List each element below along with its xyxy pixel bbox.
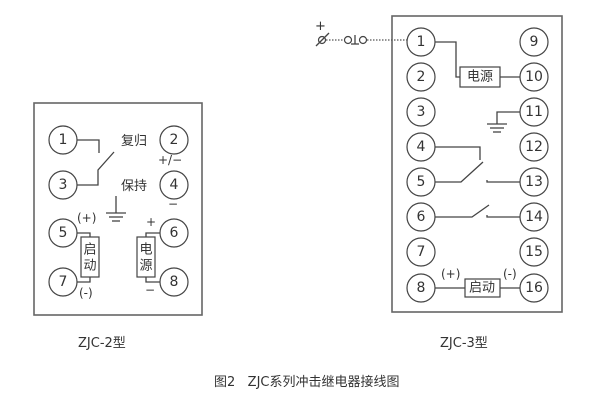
zjc3-terminal-7: 7: [406, 237, 436, 267]
svg-text:7: 7: [417, 244, 426, 260]
svg-text:动: 动: [83, 259, 96, 274]
zjc2-label-minus-7: (-): [79, 286, 93, 300]
zjc2-terminal-6: 6: [159, 218, 189, 248]
zjc2-label-plus-6: +: [146, 215, 156, 229]
svg-text:10: 10: [525, 69, 543, 85]
zjc3-terminal-12: 12: [519, 132, 549, 162]
zjc2-label-reset: 复归: [121, 134, 147, 149]
svg-text:8: 8: [170, 274, 179, 290]
zjc2-wire-5: [77, 232, 91, 237]
zjc3-start-component: 启动: [464, 278, 501, 298]
svg-text:4: 4: [417, 139, 426, 155]
zjc3-terminal-2: 2: [406, 62, 436, 92]
zjc3-contact-switch-a: [435, 161, 484, 183]
zjc2-wire-1: [77, 139, 100, 153]
zjc2-terminal-7: 7: [48, 267, 78, 297]
svg-text:5: 5: [417, 174, 426, 190]
svg-text:3: 3: [59, 177, 68, 193]
zjc2-wire-6: [145, 232, 160, 237]
svg-text:16: 16: [525, 280, 543, 296]
zjc3-power-component: 电源: [459, 66, 501, 88]
zjc2-terminal-2: 2: [159, 125, 189, 155]
svg-text:启: 启: [83, 243, 96, 258]
svg-text:电: 电: [139, 243, 152, 258]
zjc2-ground-icon: [106, 196, 126, 222]
zjc3-wire-14: [486, 215, 520, 218]
zjc2-contact-switch: [77, 151, 115, 186]
zjc3-terminal-1: 1: [406, 27, 436, 57]
zjc3-pushbutton-icon: [343, 35, 368, 45]
svg-text:6: 6: [170, 225, 179, 241]
zjc2-wire-7: [77, 277, 91, 283]
zjc3-input-terminal-icon: [315, 32, 330, 47]
svg-text:4: 4: [170, 177, 179, 193]
zjc3-terminal-5: 5: [406, 167, 436, 197]
zjc2-housing: [33, 102, 203, 316]
zjc3-terminal-6: 6: [406, 202, 436, 232]
zjc3-wire-11: [496, 111, 520, 124]
zjc2-terminal-1: 1: [48, 125, 78, 155]
svg-text:14: 14: [525, 209, 543, 225]
zjc2-wire-8: [145, 277, 160, 283]
zjc3-label-plus-8: (+): [441, 267, 460, 281]
svg-text:2: 2: [170, 132, 179, 148]
svg-text:8: 8: [417, 280, 426, 296]
zjc3-ground-icon: [487, 123, 507, 133]
svg-text:3: 3: [417, 104, 426, 120]
zjc3-input-plus: +: [315, 19, 326, 34]
zjc2-label-plus-5: (+): [77, 211, 96, 225]
svg-text:源: 源: [139, 259, 152, 274]
zjc3-terminal-11: 11: [519, 97, 549, 127]
svg-text:11: 11: [525, 104, 543, 120]
figure-caption: 图2 ZJC系列冲击继电器接线图: [214, 374, 400, 390]
zjc3-terminal-4: 4: [406, 132, 436, 162]
svg-text:1: 1: [59, 132, 68, 148]
zjc3-wire-1: [435, 41, 460, 78]
zjc2-terminal-3: 3: [48, 170, 78, 200]
zjc3-terminal-3: 3: [406, 97, 436, 127]
zjc2-label-minus-8: −: [145, 283, 155, 297]
zjc2-power-component: 电 源: [136, 236, 156, 278]
zjc2-label-hold: 保持: [121, 179, 147, 194]
svg-text:电源: 电源: [467, 70, 493, 85]
zjc3-terminal-8: 8: [406, 273, 436, 303]
zjc2-start-component: 启 动: [80, 236, 100, 278]
svg-text:12: 12: [525, 139, 543, 155]
zjc2-caption: ZJC-2型: [78, 336, 126, 351]
zjc3-label-minus-16: (-): [503, 267, 517, 281]
zjc3-caption: ZJC-3型: [440, 336, 488, 351]
zjc2-label-minus-4: −: [168, 197, 178, 211]
zjc3-terminal-13: 13: [519, 167, 549, 197]
svg-text:9: 9: [530, 34, 539, 50]
zjc3-terminal-10: 10: [519, 62, 549, 92]
svg-text:7: 7: [59, 274, 68, 290]
svg-text:15: 15: [525, 244, 543, 260]
zjc3-housing: [391, 15, 563, 313]
zjc3-wire-13: [486, 180, 520, 183]
zjc3-wire-4: [435, 146, 481, 160]
svg-text:5: 5: [59, 225, 68, 241]
svg-text:启动: 启动: [469, 281, 495, 296]
zjc3-terminal-9: 9: [519, 27, 549, 57]
svg-text:6: 6: [417, 209, 426, 225]
svg-text:1: 1: [417, 34, 426, 50]
zjc3-terminal-15: 15: [519, 237, 549, 267]
zjc2-label-pm: +/−: [158, 153, 182, 167]
zjc3-terminal-14: 14: [519, 202, 549, 232]
svg-text:2: 2: [417, 69, 426, 85]
zjc3-terminal-16: 16: [519, 273, 549, 303]
svg-text:13: 13: [525, 174, 543, 190]
zjc3-contact-switch-b: [435, 204, 490, 218]
zjc2-terminal-8: 8: [159, 267, 189, 297]
zjc2-terminal-4: 4: [159, 170, 189, 200]
zjc2-terminal-5: 5: [48, 218, 78, 248]
